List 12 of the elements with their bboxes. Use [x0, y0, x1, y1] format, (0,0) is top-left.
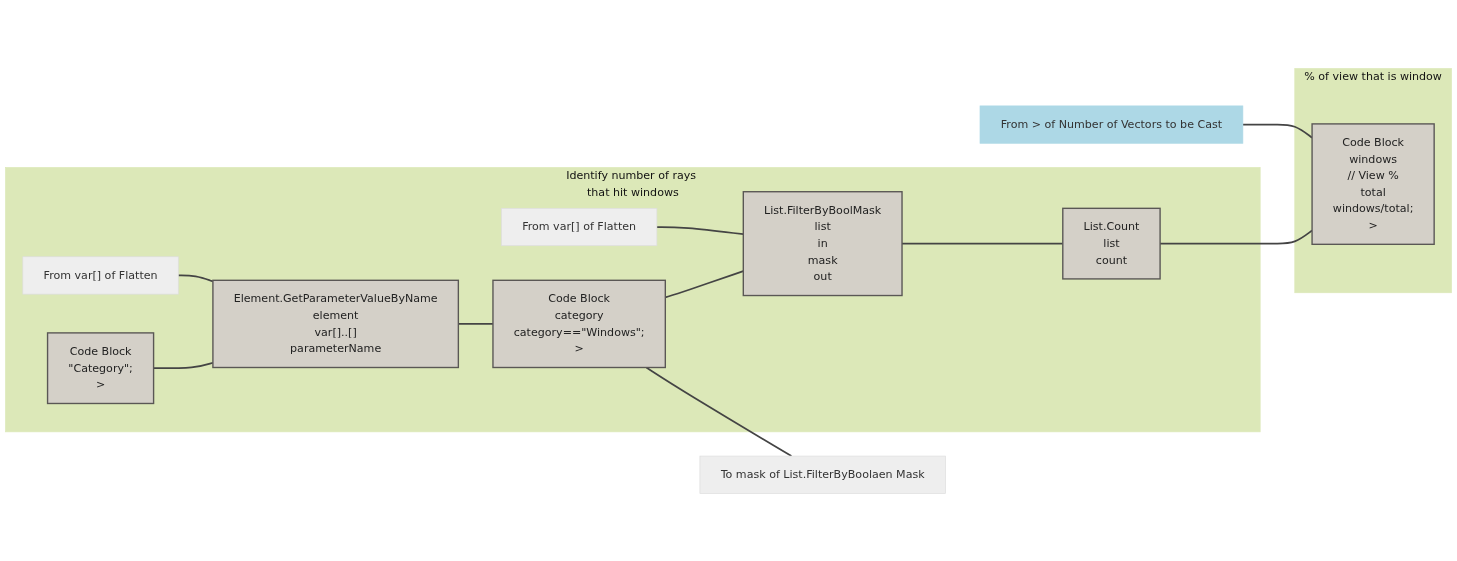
node-box: Code Block category category=="Windows"; >: [492, 279, 666, 368]
node-box: List.FilterByBoolMask list in mask out: [742, 190, 903, 296]
node-box: From var[] of Flatten: [501, 207, 658, 246]
node-box: From > of Number of Vectors to be Cast: [979, 105, 1244, 144]
node-box: To mask of List.FilterByBoolaen Mask: [699, 455, 946, 494]
connector: [1242, 123, 1313, 139]
node-box: List.Count list count: [1062, 207, 1161, 280]
connector: [645, 366, 793, 457]
node-box: From var[] of Flatten: [22, 255, 179, 294]
node-box: Code Block "Category"; >: [46, 331, 155, 404]
node-box: Code Block windows // View % total windows/total; >: [1311, 122, 1435, 245]
node-box: Element.GetParameterValueByName element var[]..[] parameterName: [212, 279, 460, 368]
